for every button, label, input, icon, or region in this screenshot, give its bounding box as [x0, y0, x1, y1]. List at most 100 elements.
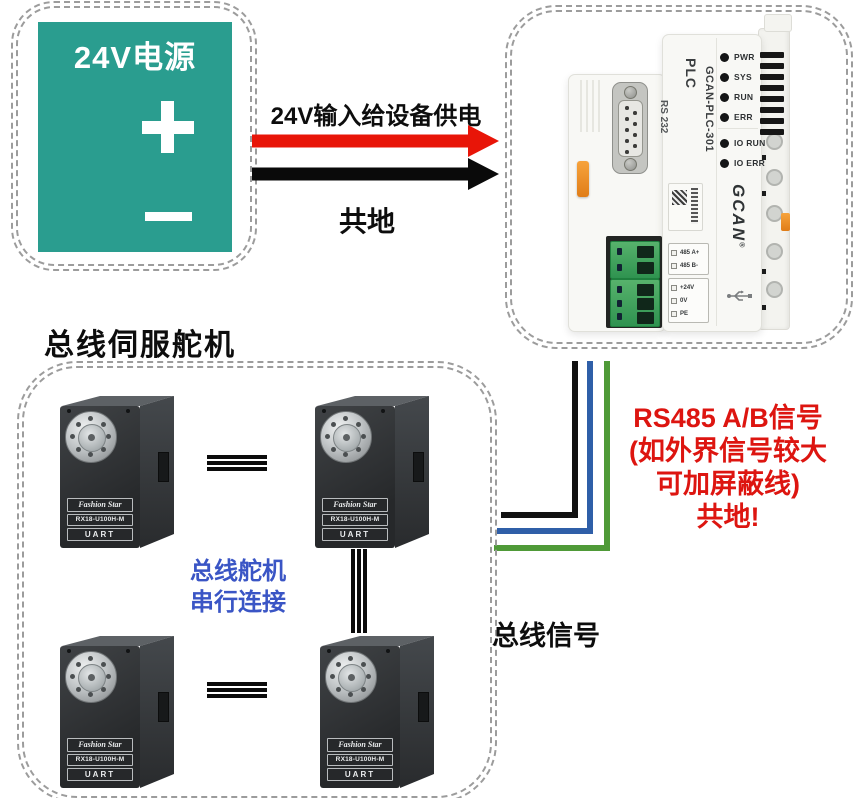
servo-side-face	[140, 396, 174, 548]
panel-groove	[718, 128, 758, 129]
mount-hole	[766, 281, 783, 298]
servo-top-face	[317, 396, 429, 406]
servo-output-disc	[325, 651, 377, 703]
rs485-terminal-labels: 485 A+ 485 B-	[668, 243, 709, 275]
serial-link-bottom	[207, 682, 267, 700]
plc-type-label: PLC	[683, 58, 699, 89]
servo-brand-label: Fashion Star	[67, 738, 133, 752]
terminal-label: 485 B-	[680, 262, 699, 269]
led-io-run-label: IO RUN	[734, 138, 766, 148]
serial-link-top	[207, 455, 267, 473]
servo-brand-label: Fashion Star	[67, 498, 133, 512]
led-err-label: ERR	[734, 112, 753, 122]
servo-model-label: RX18-U100H-M	[67, 754, 133, 766]
pin-square	[761, 191, 766, 196]
servo-interface-label: UART	[327, 768, 393, 781]
servo-side-connector	[413, 452, 424, 482]
servo-hub	[78, 424, 106, 452]
plc-device-photo: PLC GCAN-PLC-301 RS 232 PWR SYS RUN ERR …	[556, 14, 841, 338]
servo-side-connector	[158, 692, 169, 722]
minus-icon	[145, 212, 192, 221]
power-arrow-label: 24V输入给设备供电	[270, 103, 482, 130]
serial-link-note: 总线舵机 串行连接	[190, 558, 286, 616]
connector-screw	[624, 158, 637, 171]
plc-model-label: GCAN-PLC-301	[703, 66, 715, 153]
power-supply-dashed-box	[11, 1, 257, 271]
terminal-label: PE	[680, 310, 689, 317]
servo-hub	[338, 664, 366, 692]
panel-divider	[716, 38, 717, 326]
bus-wire-green	[494, 361, 610, 551]
usb-icon	[727, 290, 752, 301]
servo-side-face	[140, 636, 174, 788]
servo-model-label: RX18-U100H-M	[322, 514, 388, 526]
vent-groove	[598, 80, 600, 132]
servo-side-face	[400, 636, 434, 788]
led-io-run	[720, 138, 729, 148]
led-run	[720, 92, 729, 102]
ground-wire-black-arrowhead	[468, 158, 499, 190]
servo-front-face: Fashion Star RX18-U100H-M UART	[320, 646, 400, 788]
orange-din-clip	[577, 161, 589, 197]
rs485-note: RS485 A/B信号 (如外界信号较大 可加屏蔽线) 共地!	[629, 403, 827, 532]
pin-square	[761, 269, 766, 274]
led-io-err	[720, 158, 729, 168]
power-supply-block: 24V电源	[38, 22, 232, 252]
servo-front-face: Fashion Star RX18-U100H-M UART	[315, 406, 395, 548]
servo-top-face	[322, 636, 434, 646]
led-pwr-label: PWR	[734, 52, 755, 62]
bus-wire-blue	[497, 361, 593, 534]
servo-model-label: RX18-U100H-M	[327, 754, 393, 766]
servo-top-face	[62, 396, 174, 406]
servo-motor-top-left: Fashion Star RX18-U100H-M UART	[56, 392, 178, 548]
servo-hub	[333, 424, 361, 452]
servo-brand-label: Fashion Star	[327, 738, 393, 752]
terminal-label: 485 A+	[680, 249, 700, 256]
vent-groove	[592, 80, 594, 132]
servo-hub	[78, 664, 106, 692]
pin-square	[761, 155, 766, 160]
servo-output-disc	[65, 411, 117, 463]
servo-side-face	[395, 396, 429, 548]
pin-square	[761, 305, 766, 310]
connector-screw	[624, 86, 637, 99]
rs485-terminal-block	[610, 241, 660, 279]
vent-grille	[760, 52, 784, 140]
mount-hole	[766, 169, 783, 186]
servo-group-title: 总线伺服舵机	[44, 329, 236, 362]
db9-serial-connector	[612, 82, 648, 174]
servo-front-face: Fashion Star RX18-U100H-M UART	[60, 406, 140, 548]
servo-motor-bottom-right: Fashion Star RX18-U100H-M UART	[316, 632, 438, 788]
servo-top-face	[62, 636, 174, 646]
led-sys	[720, 72, 729, 82]
led-err	[720, 112, 729, 122]
servo-output-disc	[320, 411, 372, 463]
servo-group-dashed-box	[17, 361, 497, 798]
qr-code-sticker	[668, 183, 703, 231]
power-terminal-block	[610, 279, 660, 327]
vent-groove	[580, 80, 582, 132]
servo-interface-label: UART	[67, 528, 133, 541]
led-pwr	[720, 52, 729, 62]
power-supply-title: 24V电源	[73, 40, 197, 75]
servo-interface-label: UART	[67, 768, 133, 781]
servo-output-disc	[65, 651, 117, 703]
servo-brand-label: Fashion Star	[322, 498, 388, 512]
power-terminal-labels: +24V 0V PE	[668, 278, 709, 323]
servo-motor-top-right: Fashion Star RX18-U100H-M UART	[311, 392, 433, 548]
servo-side-connector	[418, 692, 429, 722]
servo-side-connector	[158, 452, 169, 482]
servo-model-label: RX18-U100H-M	[67, 514, 133, 526]
orange-latch	[781, 213, 790, 231]
servo-motor-bottom-left: Fashion Star RX18-U100H-M UART	[56, 632, 178, 788]
terminal-label: 0V	[680, 297, 688, 304]
db9-d-shell	[618, 100, 643, 157]
barcode	[691, 188, 698, 224]
led-io-err-label: IO ERR	[734, 158, 766, 168]
terminal-label: +24V	[680, 284, 695, 291]
mount-hole	[766, 243, 783, 260]
gcan-logo: GCAN®	[729, 184, 748, 250]
led-run-label: RUN	[734, 92, 754, 102]
serial-link-vertical	[351, 549, 367, 633]
